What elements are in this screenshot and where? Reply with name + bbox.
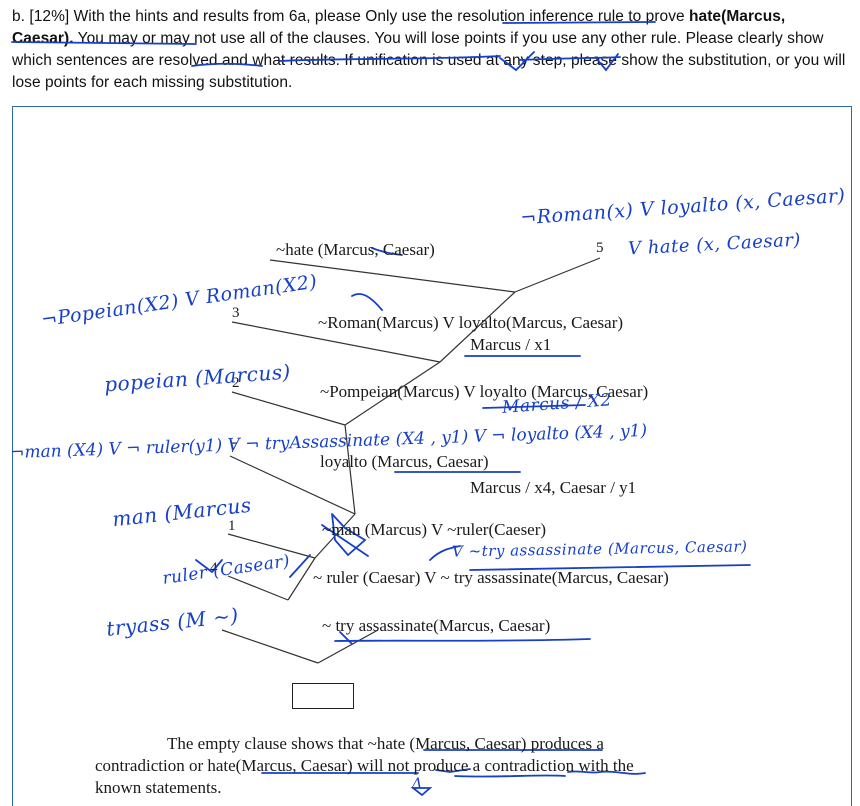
clause-not-try-assassinate: ~ try assassinate(Marcus, Caesar) (322, 616, 551, 635)
conclusion-text: The empty clause shows that ~hate (Marcu… (95, 733, 785, 799)
clause-number-4: 4 (210, 560, 218, 576)
clause-not-ruler-or-not-try-assassinate: ~ ruler (Caesar) V ~ try assassinate(Mar… (313, 568, 669, 587)
question-label: b. [12%] With the hints and results from… (12, 8, 685, 25)
clause-number-3: 3 (232, 305, 240, 321)
substitution-2: Marcus / x4, Caesar / y1 (470, 478, 637, 497)
clause-number-1: 1 (228, 518, 236, 534)
clause-loyalto: loyalto (Marcus, Caesar) (320, 452, 489, 471)
substitution-1: Marcus / x1 (470, 335, 552, 354)
question-rest: You may or may not use all of the clause… (12, 30, 846, 91)
clause-not-hate: ~hate (Marcus, Caesar) (276, 240, 435, 259)
clause-number-7: 7 (230, 440, 238, 456)
conclusion-line-1: The empty clause shows that ~hate (Marcu… (167, 734, 604, 753)
handwritten-delta-mark: Δ (412, 776, 423, 792)
clause-number-5: 5 (596, 240, 604, 256)
clause-not-roman-or-loyalto: ~Roman(Marcus) V loyalto(Marcus, Caesar) (318, 313, 624, 332)
empty-clause-box (292, 683, 354, 709)
question-text: b. [12%] With the hints and results from… (12, 6, 848, 94)
clause-number-2: 2 (232, 375, 240, 391)
clause-not-man-or-not-ruler: ~man (Marcus) V ~ruler(Caeser) (322, 520, 547, 539)
conclusion-line-2: contradiction or hate(Marcus, Caesar) wi… (95, 756, 634, 775)
answer-frame (12, 106, 852, 806)
conclusion-line-3: known statements. (95, 778, 222, 797)
clause-not-pompeian-or-loyalto: ~Pompeian(Marcus) V loyalto (Marcus, Cae… (320, 382, 649, 401)
